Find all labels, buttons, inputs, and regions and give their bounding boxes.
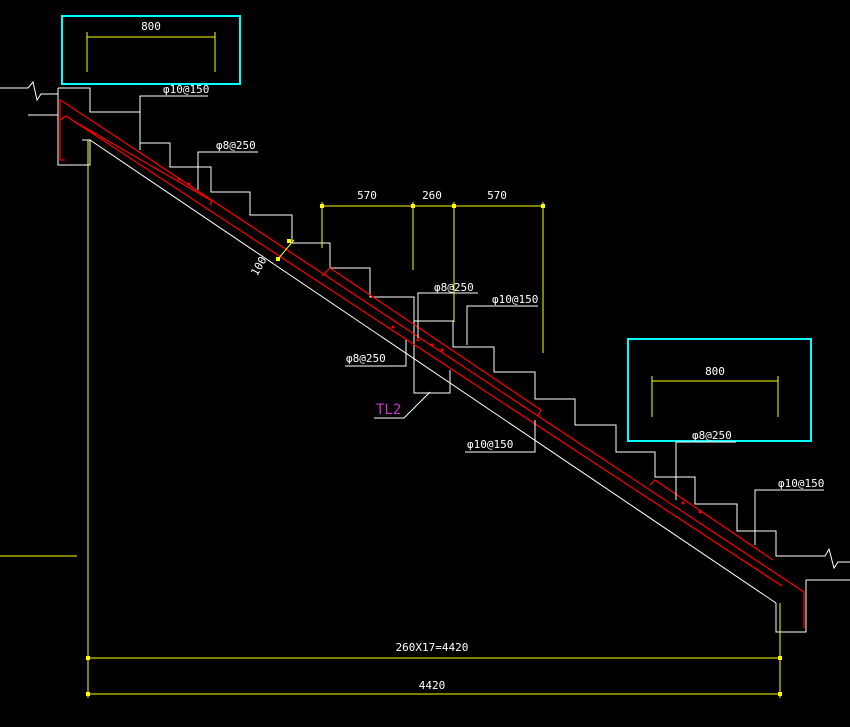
rebar-label-3: φ8@250 <box>434 281 474 294</box>
rebar-neg-mid <box>321 267 542 417</box>
bottom-box-dimension <box>651 376 779 417</box>
beam-tag: TL2 <box>376 402 401 418</box>
dimension-ticks <box>86 204 782 696</box>
rebar <box>59 98 805 628</box>
rebar-label-4: φ10@150 <box>492 293 538 306</box>
dim-steps-total: 260X17=4420 <box>396 641 469 654</box>
rebar-neg-bottom <box>649 479 774 561</box>
dim-seg-right: 570 <box>487 189 507 202</box>
rebar-neg-top <box>71 119 213 206</box>
dim-seg-mid: 260 <box>422 189 442 202</box>
rebar-label-6: φ10@150 <box>467 438 513 451</box>
stair-outline <box>0 80 850 633</box>
rebar-label-8: φ10@150 <box>778 477 824 490</box>
rebar-main-top <box>59 98 805 628</box>
bottom-box-dimension-text: 800 <box>705 365 725 378</box>
dimensions <box>0 140 781 698</box>
rebar-label-1: φ10@150 <box>163 83 209 96</box>
top-landing-box <box>61 15 241 85</box>
dim-thickness: 100 <box>248 254 269 278</box>
top-box-dimension <box>86 32 216 72</box>
rebar-label-5: φ8@250 <box>346 352 386 365</box>
bottom-landing-box <box>627 338 812 442</box>
rebar-label-7: φ8@250 <box>692 429 732 442</box>
dim-overall: 4420 <box>419 679 446 692</box>
rebar-label-2: φ8@250 <box>216 139 256 152</box>
rebar-dots <box>177 177 702 514</box>
leader-lines <box>139 95 824 545</box>
top-box-dimension-text: 800 <box>141 20 161 33</box>
dim-seg-left: 570 <box>357 189 377 202</box>
rebar-main-bottom <box>59 115 783 587</box>
